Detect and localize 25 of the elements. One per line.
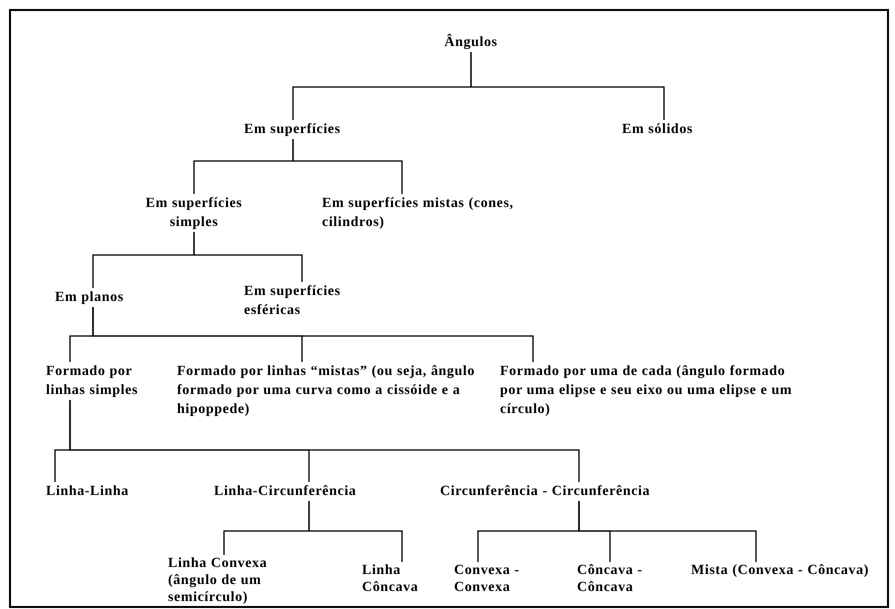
tree-node-label: Em superfícies simples: [132, 194, 256, 232]
tree-node-label: Em sólidos: [622, 120, 718, 139]
tree-node-label: Formado por uma de cada (ângulo formado por uma elipse e seu eixo ou uma elipse e um círculo): [500, 362, 798, 419]
tree-connector: [578, 501, 757, 562]
tree-node-label: Em superfícies mistas (cones, cilindros): [322, 194, 522, 232]
tree-connector: [92, 307, 534, 362]
tree-connector: [193, 232, 303, 282]
tree-connector: [470, 52, 665, 120]
tree-node-label: Em superfícies esféricas: [244, 282, 368, 320]
tree-node-label: Linha Côncava: [362, 562, 436, 596]
tree-node-label: Côncava - Côncava: [577, 562, 667, 596]
tree-node-label: Linha-Linha: [46, 482, 150, 501]
tree-node-label: Formado por linhas “mistas” (ou seja, ângulo formado por uma curva como a cissóide e a hipoppede): [177, 362, 489, 419]
tree-node-label: Ângulos: [420, 33, 522, 52]
tree-connector: [69, 400, 580, 482]
tree-node-label: Linha-Circunferência: [214, 482, 390, 501]
tree-node-label: Em planos: [55, 288, 145, 307]
tree-node-label: Linha Convexa (ângulo de um semicírculo): [168, 555, 298, 606]
tree-node-label: Convexa - Convexa: [454, 562, 544, 596]
tree-node-label: Em superfícies: [244, 120, 368, 139]
tree-connector: [308, 501, 403, 562]
tree-node-label: Mista (Convexa - Côncava): [690, 562, 870, 579]
tree-node-label: Formado por linhas simples: [46, 362, 160, 400]
tree-connector: [292, 139, 403, 194]
tree-node-label: Circunferência - Circunferência: [440, 482, 696, 501]
